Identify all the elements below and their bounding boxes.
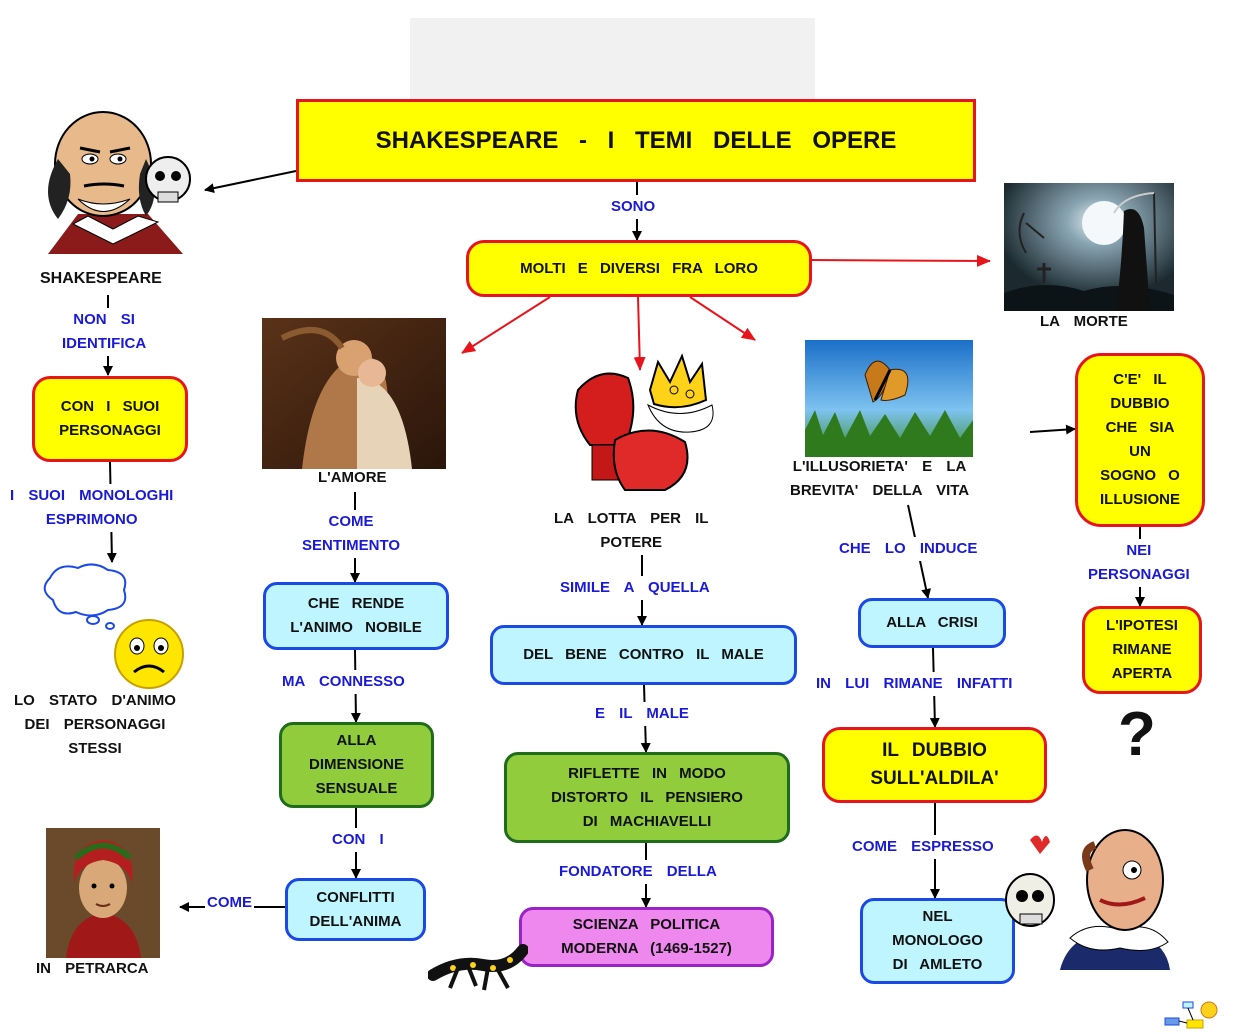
- link-in-lui-rimane: IN LUI RIMANE INFATTI: [814, 672, 1015, 696]
- paper-tape: [410, 18, 815, 110]
- link-con-i: CON I: [330, 828, 386, 852]
- link-nei-personaggi: NEI PERSONAGGI: [1086, 539, 1192, 587]
- node-molti-diversi: MOLTI E DIVERSI FRA LORO: [466, 240, 812, 297]
- link-suoi-monologhi: I SUOI MONOLOGHI ESPRIMONO: [8, 484, 176, 532]
- link-come-sentimento: COME SENTIMENTO: [300, 510, 403, 558]
- salamander-icon: [428, 944, 528, 991]
- link-e-il-male: E IL MALE: [593, 702, 691, 726]
- link-ma-connesso: MA CONNESSO: [280, 670, 407, 694]
- node-bene-contro-male: DEL BENE CONTRO IL MALE: [490, 625, 797, 685]
- sad-face-icon: [114, 619, 184, 689]
- node-riflette-machiavelli: RIFLETTE IN MODO DISTORTO IL PENSIERO DI…: [504, 752, 790, 843]
- caption-morte: LA MORTE: [1040, 313, 1128, 330]
- node-dubbio-sogno: C'E' IL DUBBIO CHE SIA UN SOGNO O ILLUSI…: [1075, 353, 1205, 527]
- link-che-lo-induce: CHE LO INDUCE: [837, 537, 980, 561]
- node-dimensione-sensuale: ALLA DIMENSIONE SENSUALE: [279, 722, 434, 808]
- node-alla-crisi: ALLA CRISI: [858, 598, 1006, 648]
- shakespeare-cartoon-icon: [48, 111, 191, 254]
- caption-stato-animo: LO STATO D'ANIMO DEI PERSONAGGI STESSI: [14, 692, 176, 757]
- caption-shakespeare: SHAKESPEARE: [40, 270, 162, 287]
- caption-illusorieta: L'ILLUSORIETA' E LA BREVITA' DELLA VITA: [790, 458, 970, 499]
- shakespeare-skull-icon: [1005, 829, 1170, 970]
- petrarca-portrait-icon: [46, 828, 160, 958]
- thought-cloud-icon: [43, 563, 127, 630]
- node-con-suoi-personaggi: CON I SUOI PERSONAGGI: [32, 376, 188, 462]
- cmap-logo-icon: [1164, 1001, 1218, 1029]
- link-fondatore-della: FONDATORE DELLA: [557, 860, 719, 884]
- node-che-rende-nobile: CHE RENDE L'ANIMO NOBILE: [263, 582, 449, 650]
- node-conflitti-anima: CONFLITTI DELL'ANIMA: [285, 878, 426, 941]
- node-monologo-amleto: NEL MONOLOGO DI AMLETO: [860, 898, 1015, 984]
- caption-lotta-potere: LA LOTTA PER IL POTERE: [554, 510, 709, 551]
- link-simile-a-quella: SIMILE A QUELLA: [558, 576, 712, 600]
- question-mark: ?: [1118, 700, 1156, 769]
- page-title: SHAKESPEARE - I TEMI DELLE OPERE: [296, 99, 976, 182]
- node-ipotesi-aperta: L'IPOTESI RIMANE APERTA: [1082, 606, 1202, 694]
- love-painting-icon: [262, 318, 446, 469]
- link-come-espresso: COME ESPRESSO: [850, 835, 996, 859]
- link-sono: SONO: [609, 195, 658, 219]
- boxing-gloves-crown-icon: [574, 353, 714, 491]
- caption-petrarca: IN PETRARCA: [36, 960, 149, 977]
- caption-amore: L'AMORE: [318, 469, 387, 486]
- node-scienza-politica: SCIENZA POLITICA MODERNA (1469-1527): [519, 907, 774, 967]
- butterfly-icon: [805, 340, 973, 457]
- death-moon-icon: [1004, 183, 1174, 311]
- node-dubbio-aldila: IL DUBBIO SULL'ALDILA': [822, 727, 1047, 803]
- link-come-petrarca: COME: [205, 891, 254, 915]
- link-non-si-identifica: NON SI IDENTIFICA: [60, 308, 149, 356]
